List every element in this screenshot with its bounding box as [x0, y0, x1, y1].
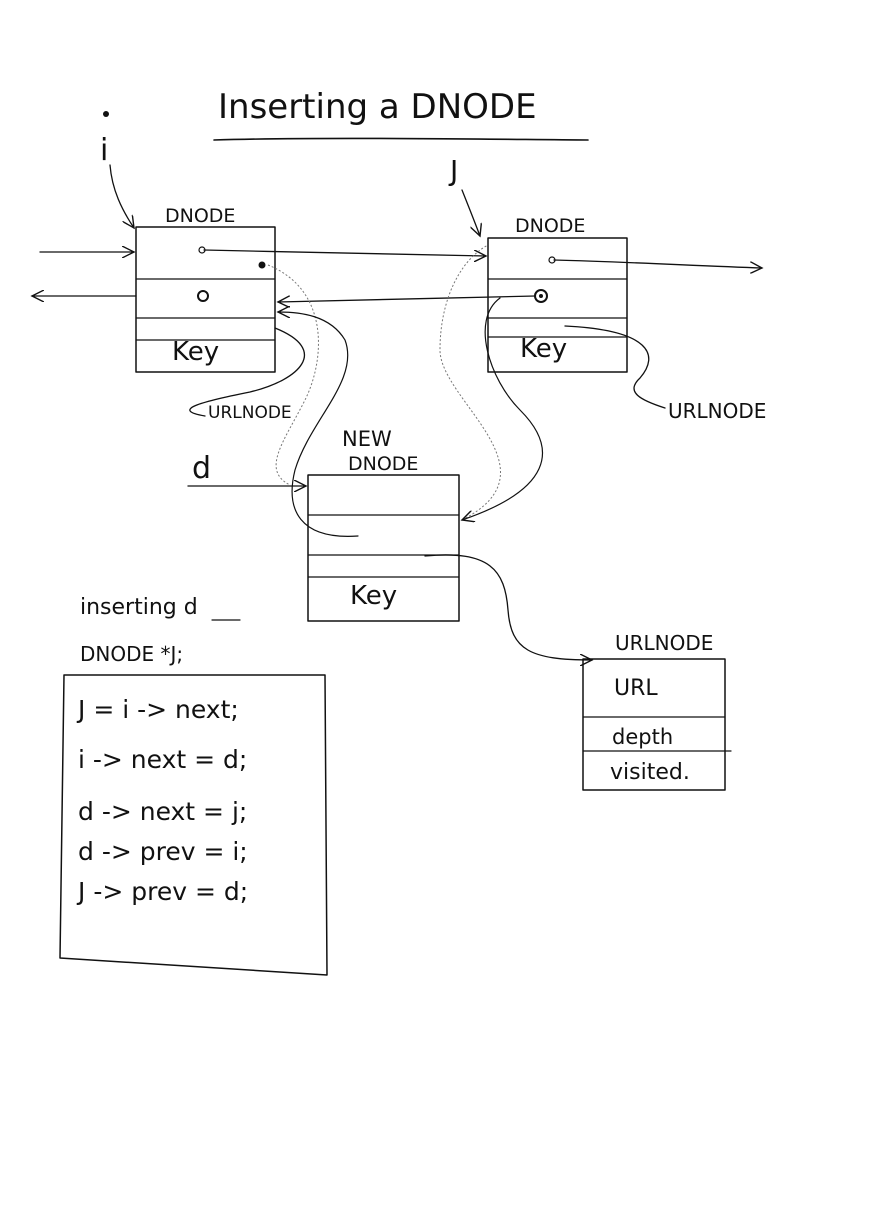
code-line-4: d -> prev = i;: [78, 837, 248, 866]
code-box: [59, 674, 328, 976]
new-dnode-url-pointer: [424, 554, 592, 660]
pointer-j-arrow: [461, 189, 480, 236]
left-urlnode-pointer: [189, 327, 306, 417]
dnode-right-label: DNODE: [515, 215, 585, 237]
urlnode-field-url: URL: [614, 676, 658, 701]
dnode-right: DNODE Key: [487, 215, 628, 373]
right-next-arrow: [553, 259, 762, 268]
urlnode-field-depth: depth: [612, 725, 673, 749]
link-j-prev-to-i: [278, 295, 536, 302]
dnode-left-label: DNODE: [165, 205, 235, 227]
new-dnode-key: Key: [350, 581, 397, 611]
dnode-left-key: Key: [172, 337, 219, 367]
urlnode-box: URLNODE URL depth visited.: [582, 631, 732, 791]
right-urlnode-pointer: [564, 325, 666, 409]
pointer-d-label: d: [192, 451, 211, 486]
urlnode-box-label: URLNODE: [615, 631, 713, 655]
pointer-j-label: J: [448, 154, 458, 187]
new-dnode-label-2: DNODE: [348, 453, 418, 475]
code-line-3: d -> next = j;: [78, 797, 247, 826]
right-urlnode-label: URLNODE: [668, 399, 766, 423]
new-dnode: NEW DNODE Key: [307, 427, 460, 622]
code-line-1: J = i -> next;: [76, 695, 239, 724]
code-heading: inserting d: [80, 595, 198, 620]
pointer-i-arrow: [109, 164, 134, 228]
dnode-left: DNODE Key: [135, 205, 276, 373]
code-line-2: i -> next = d;: [78, 745, 247, 774]
link-i-to-new-dnode: [267, 264, 319, 486]
left-urlnode-label: URLNODE: [208, 403, 292, 423]
code-line-5: J -> prev = d;: [76, 877, 248, 906]
code-declaration: DNODE *J;: [80, 642, 183, 666]
link-new-dnode-to-j: [439, 244, 501, 521]
link-j-prev-to-d: [462, 297, 544, 520]
dnode-right-key: Key: [520, 334, 567, 364]
urlnode-field-visited: visited.: [610, 760, 690, 785]
title-underline: [213, 137, 589, 141]
link-d-prev-to-i: [278, 312, 359, 537]
code-block: inserting d DNODE *J; J = i -> next; i -…: [59, 595, 328, 976]
pointer-i-dot: [103, 111, 109, 117]
diagram-title: Inserting a DNODE: [218, 87, 537, 127]
new-dnode-label-1: NEW: [342, 427, 392, 451]
pointer-i-label: i: [100, 133, 108, 168]
link-i-next-to-j: [203, 249, 486, 256]
